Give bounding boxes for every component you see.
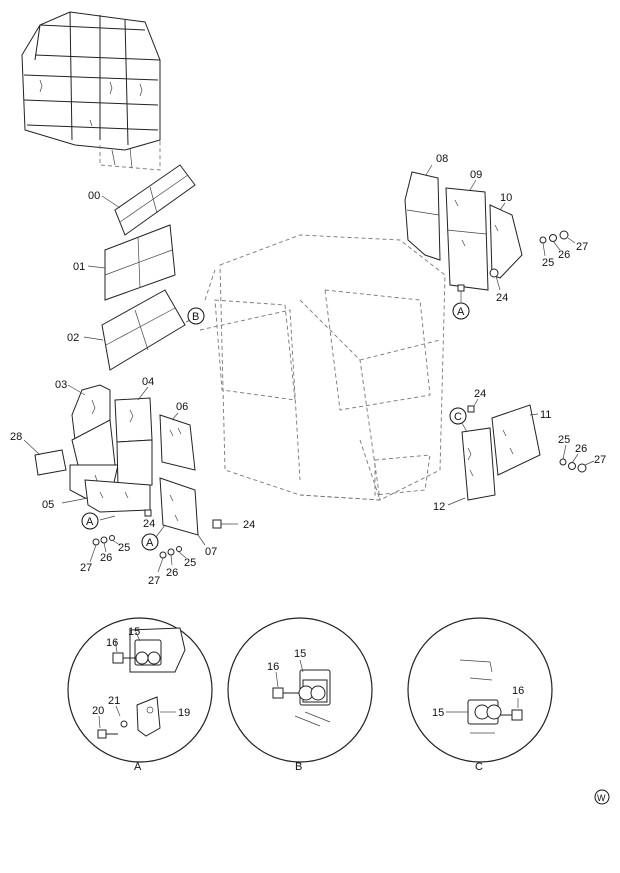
detail-label-c: C bbox=[475, 761, 483, 773]
panel-10: 10 24 bbox=[489, 192, 523, 304]
label-00: 00 bbox=[88, 190, 100, 202]
label-24-right: 24 bbox=[243, 519, 255, 531]
label-15-b: 15 bbox=[294, 648, 306, 660]
panel-08: 08 bbox=[404, 153, 448, 261]
panel-02: 02 B bbox=[67, 289, 205, 371]
label-04: 04 bbox=[142, 376, 154, 388]
callout-a-left-2 bbox=[141, 533, 159, 551]
label-16-b: 16 bbox=[267, 661, 279, 673]
part-28: 28 bbox=[10, 431, 67, 476]
panel-04: 04 bbox=[114, 376, 154, 488]
svg-text:W: W bbox=[597, 793, 606, 803]
detail-view-a: 16 15 19 21 20 A bbox=[67, 617, 213, 773]
detail-view-b: 16 15 B bbox=[227, 617, 373, 773]
label-24-left: 24 bbox=[143, 518, 155, 530]
label-28: 28 bbox=[10, 431, 22, 443]
label-03: 03 bbox=[55, 379, 67, 391]
hardware-mid-right: 24 C 25 26 27 bbox=[449, 388, 606, 473]
label-16-c: 16 bbox=[512, 685, 524, 697]
label-26-mid: 26 bbox=[166, 567, 178, 579]
label-12: 12 bbox=[433, 501, 445, 513]
label-08: 08 bbox=[436, 153, 448, 165]
label-10: 10 bbox=[500, 192, 512, 204]
hardware-left: A 27 26 25 24 A 27 26 25 24 bbox=[80, 509, 255, 587]
label-09: 09 bbox=[470, 169, 482, 181]
label-11: 11 bbox=[540, 409, 551, 421]
label-07: 07 bbox=[205, 546, 217, 558]
panel-06: 06 bbox=[159, 401, 196, 471]
label-26-mid-right: 26 bbox=[575, 443, 587, 455]
callout-a-left-1 bbox=[81, 512, 99, 530]
panel-09: 09 A bbox=[445, 169, 489, 320]
label-19-a: 19 bbox=[178, 707, 190, 719]
label-01: 01 bbox=[73, 261, 85, 273]
label-25-left: 25 bbox=[118, 542, 130, 554]
panel-12: 12 bbox=[433, 427, 496, 513]
svg-text:C: C bbox=[454, 411, 462, 423]
svg-text:A: A bbox=[86, 516, 94, 528]
cab-body-outline bbox=[199, 234, 446, 501]
label-06: 06 bbox=[176, 401, 188, 413]
panel-00: 00 bbox=[88, 164, 196, 236]
svg-text:A: A bbox=[457, 306, 465, 318]
callout-a-right bbox=[452, 302, 470, 320]
callout-c bbox=[449, 407, 467, 425]
callout-b-text: B bbox=[192, 311, 199, 323]
hardware-top-right: 25 26 27 bbox=[539, 230, 588, 269]
label-25-mid-right: 25 bbox=[558, 434, 570, 446]
detail-label-b: B bbox=[295, 761, 302, 773]
label-02: 02 bbox=[67, 332, 79, 344]
label-25-mid: 25 bbox=[184, 557, 196, 569]
label-15-c: 15 bbox=[432, 707, 444, 719]
corner-w-mark: W bbox=[594, 789, 610, 805]
callout-b bbox=[187, 307, 205, 325]
svg-text:A: A bbox=[146, 537, 154, 549]
label-26-left: 26 bbox=[100, 552, 112, 564]
detail-view-c: 16 15 C bbox=[407, 617, 553, 773]
panel-11: 11 bbox=[491, 404, 551, 476]
label-05: 05 bbox=[42, 499, 54, 511]
label-25-top-right: 25 bbox=[542, 257, 554, 269]
panel-01: 01 bbox=[73, 224, 176, 301]
label-16-a: 16 bbox=[106, 637, 118, 649]
label-15-a: 15 bbox=[128, 626, 140, 638]
cab-overview bbox=[21, 11, 161, 171]
label-27-top-right: 27 bbox=[576, 241, 588, 253]
label-27-mid: 27 bbox=[148, 575, 160, 587]
panel-07: 07 bbox=[159, 477, 217, 558]
label-24-mid-right: 24 bbox=[474, 388, 486, 400]
label-27-left: 27 bbox=[80, 562, 92, 574]
label-27-mid-right: 27 bbox=[594, 454, 606, 466]
panel-05: 05 bbox=[42, 479, 151, 513]
label-26-top-right: 26 bbox=[558, 249, 570, 261]
detail-label-a: A bbox=[134, 761, 142, 773]
label-24-top-right: 24 bbox=[496, 292, 508, 304]
label-20-a: 20 bbox=[92, 705, 104, 717]
label-21-a: 21 bbox=[108, 695, 120, 707]
